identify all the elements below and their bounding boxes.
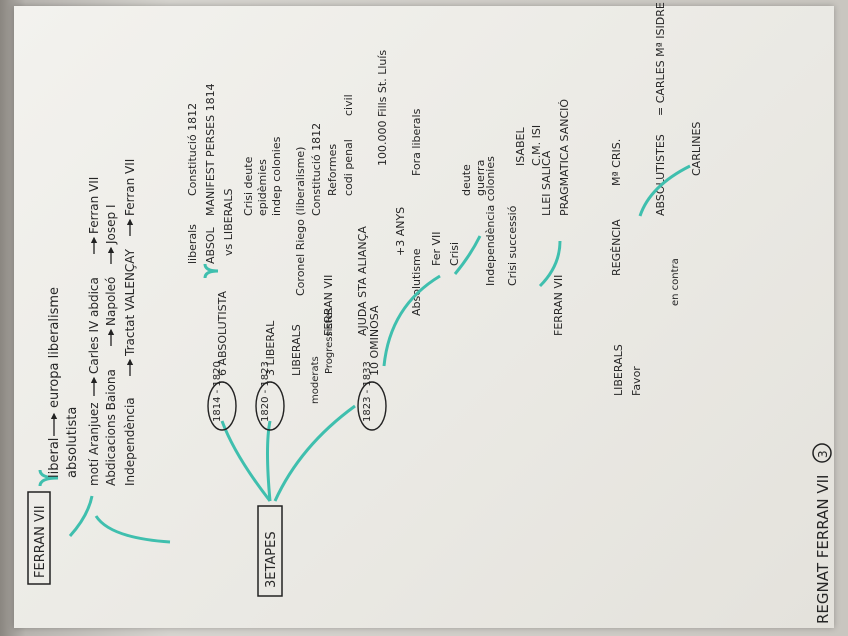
e3-deute: deute: [460, 164, 473, 196]
e3-ferran: Fer VII: [430, 231, 443, 266]
e2-codi-penal: codi penal: [342, 139, 355, 196]
e3-ferran-vii: FERRAN VII: [552, 275, 565, 336]
e2-constitucio: Constitució 1812: [310, 123, 323, 216]
e1-manifest: MANIFEST PERSES 1814: [204, 83, 217, 216]
e2-moderats: moderats: [310, 356, 321, 404]
e2-ferran: FERRAN VII: [322, 275, 335, 336]
e1-constitucio: Constitució 1812: [186, 103, 199, 196]
e2-liberals: LIBERALS: [290, 324, 303, 376]
e3-favor: Favor: [630, 366, 643, 396]
page-number: 3: [816, 450, 830, 458]
item-3-text: Independència: [123, 397, 137, 486]
e3-anys: +3 ANYS: [394, 207, 407, 256]
item-1-text: motí Aranjuez: [87, 402, 101, 486]
item-2-result: Josep I: [104, 205, 118, 246]
e3-indep: Independència colonies: [484, 156, 497, 286]
page-title: REGNAT FERRAN VII: [814, 475, 832, 624]
e3-label: 10 OMINOSA: [368, 305, 381, 376]
e1-epidemies: epidèmies: [256, 159, 269, 216]
e2-reformes: Reformes: [326, 144, 339, 196]
root-liberal: liberal: [47, 438, 62, 478]
item-3-result: Ferran VII: [123, 159, 137, 216]
e1-label: 6 ABSOLUTISTA: [216, 291, 229, 376]
e1-indep: indep colonies: [270, 136, 283, 216]
e3-successio: Crisi successió: [506, 205, 519, 286]
e2-codi-civil: civil: [342, 94, 355, 116]
root-europa: europa liberalisme: [47, 287, 62, 408]
item-1-result: Ferran VII: [87, 177, 101, 234]
item-2-arrow: Napoleó: [104, 277, 118, 326]
e3-absolutisme: Absolutisme: [410, 248, 423, 316]
e3-pragmatica: PRAGMATICA SANCIÓ: [558, 99, 571, 216]
e3-carlines: CARLINES: [690, 122, 703, 176]
e2-label: 3 LIBERAL: [264, 320, 277, 376]
e2-fills: 100.000 Fills St. Lluís: [376, 50, 389, 166]
root-absolutista: absolutista: [65, 407, 80, 478]
e3-llei-salica: LLEI SALICA: [540, 150, 553, 216]
e3-absolutistes: ABSOLUTISTES: [654, 134, 667, 216]
item-1-arrow: Carles IV abdica: [87, 277, 101, 374]
e3-carles-isidre: = CARLES Mª ISIDRE: [654, 2, 667, 116]
e3-liberals: LIBERALS: [612, 344, 625, 396]
e3-en-contra: en contra: [670, 258, 681, 306]
e3-crisi: Crisi: [448, 242, 461, 266]
e1-absol: ABSOL: [204, 226, 217, 264]
item-2-text: Abdicacions Baiona: [104, 369, 118, 486]
e2-riego: Coronel Riego (liberalisme): [294, 147, 307, 296]
e3-ma-cris: Mª CRIS.: [610, 139, 623, 186]
item-3-arrow: Tractat VALENÇAY: [123, 248, 137, 357]
e3-fora: Fora liberals: [410, 108, 423, 176]
e3-regencia: REGÈNCIA: [610, 219, 623, 276]
e1-vs-liberals: vs LIBERALS: [222, 189, 235, 256]
etapes-label: 3ETAPES: [264, 531, 279, 588]
root-label: FERRAN VII: [33, 505, 48, 578]
e3-isabel: ISABEL: [514, 127, 527, 166]
e1-liberals: liberals: [186, 224, 199, 264]
e1-crisi: Crisi deute: [242, 156, 255, 216]
